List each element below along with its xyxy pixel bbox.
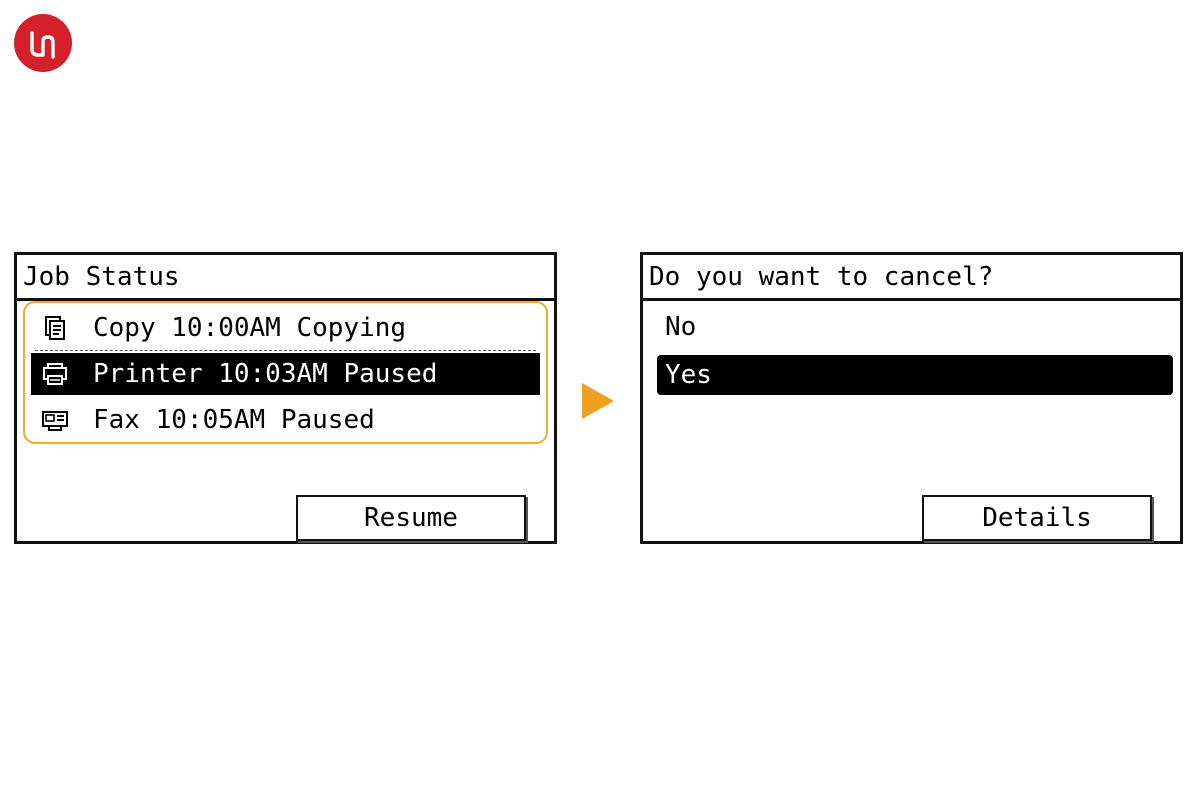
copy-icon [35,313,75,343]
resume-button[interactable]: Resume [296,495,526,541]
job-label: Copy 10:00AM Copying [93,313,407,343]
details-button[interactable]: Details [922,495,1152,541]
job-row-fax[interactable]: Fax 10:05AM Paused [31,399,540,441]
screen-title: Do you want to cancel? [643,255,1180,301]
job-row-printer[interactable]: Printer 10:03AM Paused [31,353,540,395]
job-label: Fax 10:05AM Paused [93,405,375,435]
option-yes[interactable]: Yes [657,355,1173,395]
brand-logo [14,14,72,72]
printer-icon [35,359,75,389]
option-no[interactable]: No [665,312,697,342]
next-step-arrow-icon [582,383,614,419]
cancel-confirm-screen: Do you want to cancel? No Yes Details [640,252,1183,544]
job-list: Copy 10:00AM Copying Printer 10:03AM Pau… [23,301,548,444]
screen-title: Job Status [17,255,554,301]
job-status-screen: Job Status Copy 10:00AM Copying [14,252,557,544]
job-label: Printer 10:03AM Paused [93,359,438,389]
fax-icon [35,405,75,435]
job-row-copy[interactable]: Copy 10:00AM Copying [31,307,540,349]
row-divider [35,350,536,351]
